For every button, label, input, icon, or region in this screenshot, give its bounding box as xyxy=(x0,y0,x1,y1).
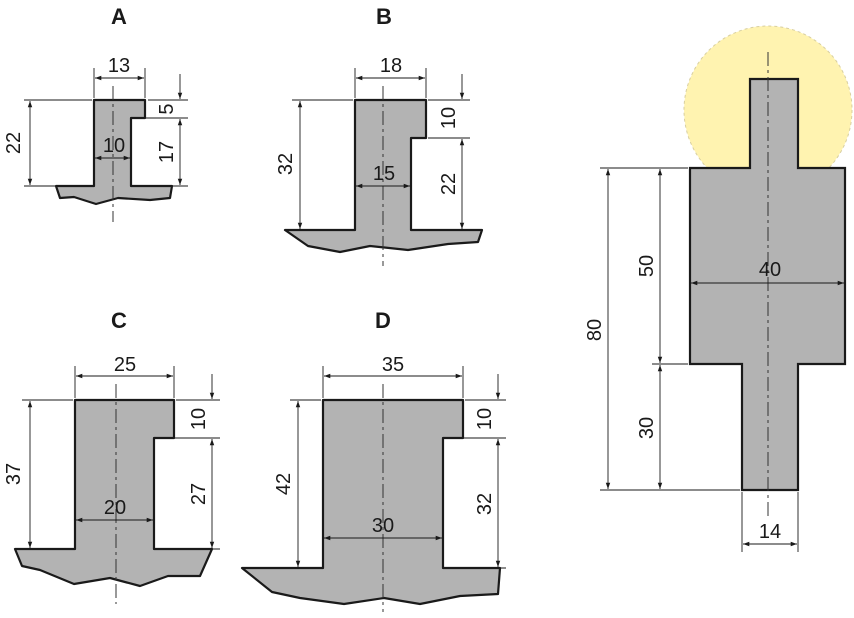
profile-c-neck-width: 20 xyxy=(104,497,126,519)
profile-a: A 13 10 22 5 17 xyxy=(3,4,188,222)
profile-b-top-width: 18 xyxy=(380,55,402,77)
profile-d-base xyxy=(240,398,502,606)
profile-d-top-width: 35 xyxy=(382,354,404,376)
profile-a-neck: 17 xyxy=(156,141,178,163)
tool-total-height: 80 xyxy=(584,319,606,341)
profile-a-height: 22 xyxy=(3,132,25,154)
profile-d-neck-width: 30 xyxy=(372,515,394,537)
profile-a-letter: A xyxy=(111,4,127,29)
profile-c-neck: 27 xyxy=(188,483,210,505)
tool-lower-height: 30 xyxy=(636,417,658,439)
profile-d-height: 42 xyxy=(273,473,295,495)
profile-c-top-width: 25 xyxy=(114,354,136,376)
profile-d-shoulder: 10 xyxy=(474,408,496,430)
tool-body-height: 50 xyxy=(636,255,658,277)
profile-d-neck: 32 xyxy=(474,493,496,515)
profile-a-shoulder: 5 xyxy=(156,103,178,114)
tool-diagram: 80 50 40 30 14 xyxy=(584,25,853,552)
profile-b-height: 32 xyxy=(275,153,297,175)
profile-c-shoulder: 10 xyxy=(188,408,210,430)
profile-d: D 35 30 42 10 32 xyxy=(240,308,506,612)
profile-b-neck-width: 15 xyxy=(373,163,395,185)
profile-c-height: 37 xyxy=(3,463,25,485)
profile-b-shoulder: 10 xyxy=(438,107,460,129)
profile-b-base xyxy=(283,98,484,254)
profile-c-letter: C xyxy=(111,308,127,333)
profile-d-letter: D xyxy=(375,308,391,333)
tool-body-width: 40 xyxy=(759,259,781,281)
profile-c-base xyxy=(13,398,214,588)
profile-b: B 18 15 32 10 22 xyxy=(275,4,484,266)
profile-c: C 25 20 37 10 27 xyxy=(3,308,220,604)
profile-a-top-width: 13 xyxy=(108,55,130,77)
profile-b-neck: 22 xyxy=(438,173,460,195)
tool-lower-width: 14 xyxy=(759,521,781,543)
profile-b-letter: B xyxy=(376,4,392,29)
profile-a-neck-width: 10 xyxy=(103,135,125,157)
